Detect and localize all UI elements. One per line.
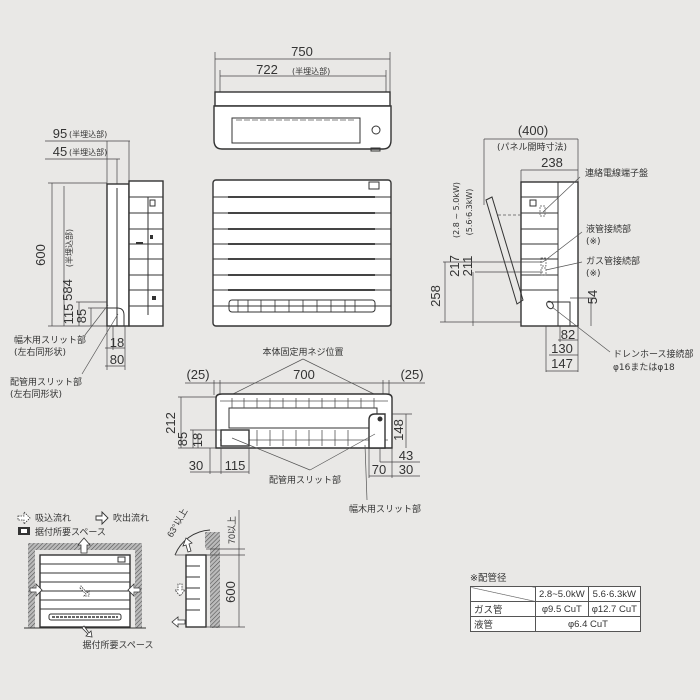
dim-25-left: (25) xyxy=(186,367,209,382)
dim-85: 85 xyxy=(74,309,89,323)
callout-liquid-note: (※) xyxy=(586,237,601,247)
panel-open-outline xyxy=(485,196,524,305)
row-label: 液管 xyxy=(470,616,536,632)
callout-pipe-slit-note: (左右同形状) xyxy=(10,388,62,400)
left-side-view: 95 (半埋込部) 45 (半埋込部) 600 584 (半埋込部) xyxy=(10,126,164,400)
installation-caption: 据付所要スペース xyxy=(83,639,154,651)
dim-54: 54 xyxy=(585,290,600,304)
dim-85b: 85 xyxy=(175,432,190,446)
dim-25-right: (25) xyxy=(400,367,423,382)
dim-80: 80 xyxy=(110,352,124,367)
intake-front-arrow-icon xyxy=(79,585,90,597)
dim-700: 700 xyxy=(293,367,315,382)
dim-18b: 18 xyxy=(190,433,205,447)
dim-584: 584 xyxy=(60,279,75,301)
callout-drain-size: φ16またはφ18 xyxy=(613,362,675,373)
top-view: 750 722 (半埋込部) xyxy=(213,44,392,152)
dim-238: 238 xyxy=(541,155,563,170)
intake-right-arrow-icon xyxy=(127,583,141,597)
front-view xyxy=(212,179,392,327)
dim-115: 115 xyxy=(61,304,76,325)
row-label: ガス管 xyxy=(470,601,536,617)
legend-space: 据付所要スペース xyxy=(18,526,106,538)
legend-outlet: 吹出流れ xyxy=(95,510,149,526)
dim-130: 130 xyxy=(551,341,573,356)
panel-open-note: (パネル開時寸法) xyxy=(497,141,567,153)
outlet-up-side-arrow-icon xyxy=(182,537,193,553)
cell: φ12.7 CuT xyxy=(587,601,641,617)
dim-217: 217 xyxy=(447,255,462,277)
dim-211-note: (5.6·6.3kW) xyxy=(465,189,474,236)
outlet-down-arrow-icon xyxy=(81,625,93,638)
installation-space: 吸込流れ 吹出流れ 据付所要スペース 据付所要スペース 63° xyxy=(17,507,245,651)
embedded-note-95: (半埋込部) xyxy=(69,129,107,139)
callout-pipe-slit-bottom: 配管用スリット部 xyxy=(269,474,341,486)
table-row: ガス管 φ9.5 CuT φ12.7 CuT xyxy=(470,601,641,617)
callout-baseboard-slit-note: (左右同形状) xyxy=(14,346,66,358)
callout-gas-note: (※) xyxy=(586,269,601,279)
dim-18: 18 xyxy=(110,335,124,350)
dim-45: 45 xyxy=(53,144,67,159)
callout-liquid: 液管接続部 xyxy=(586,223,631,235)
intake-left-arrow-icon xyxy=(29,583,43,597)
dim-212: 212 xyxy=(163,412,178,434)
intake-arrow-icon xyxy=(17,511,31,525)
pipe-diameter-table: 2.8~5.0kW 5.6·6.3kW ガス管 φ9.5 CuT φ12.7 C… xyxy=(470,586,641,632)
dim-217-note: (2.8 ~ 5.0kW) xyxy=(452,182,461,238)
top-clearance-70: 70以上 xyxy=(227,516,237,544)
bottom-view: 本体固定用ネジ位置 (25) 700 (25) xyxy=(163,346,425,515)
callout-pipe-slit: 配管用スリット部 xyxy=(10,376,82,388)
corner-cell xyxy=(470,586,536,602)
screw-position-label: 本体固定用ネジ位置 xyxy=(262,346,343,358)
dim-30: 30 xyxy=(189,458,203,473)
intake-side-arrow-icon xyxy=(174,583,186,597)
col-header: 5.6·6.3kW xyxy=(587,586,641,602)
callout-baseboard-slit-bottom: 幅木用スリット部 xyxy=(349,503,421,515)
callout-baseboard-slit: 幅木用スリット部 xyxy=(14,334,86,346)
dim-43: 43 xyxy=(399,448,413,463)
dim-400: (400) xyxy=(518,123,548,138)
pipe-diameter-table-wrap: ※配管径 2.8~5.0kW 5.6·6.3kW ガス管 φ9.5 CuT φ1… xyxy=(470,570,641,632)
outlet-bottom-side-arrow-icon xyxy=(171,616,186,628)
legend-intake: 吸込流れ xyxy=(17,511,71,525)
embedded-note-45: (半埋込部) xyxy=(69,147,107,157)
embedded-note: (半埋込部) xyxy=(292,66,330,76)
dim-147: 147 xyxy=(551,356,573,371)
cell-merged: φ6.4 CuT xyxy=(535,616,641,632)
dim-95: 95 xyxy=(53,126,67,141)
callout-terminal: 連絡電線端子盤 xyxy=(585,167,648,179)
legend-intake-label: 吸込流れ xyxy=(35,512,71,524)
dim-115b: 115 xyxy=(225,458,246,473)
dim-30b: 30 xyxy=(399,462,413,477)
outlet-arrow-icon xyxy=(95,510,109,526)
right-side-view: (400) (パネル開時寸法) 238 217 (2.8 ~ 5.0kW) 21… xyxy=(428,123,694,373)
legend-outlet-label: 吹出流れ xyxy=(113,512,149,524)
callout-drain: ドレンホース接続部 xyxy=(613,348,694,360)
dim-148: 148 xyxy=(391,419,406,441)
table-header-row: 2.8~5.0kW 5.6·6.3kW xyxy=(470,586,641,602)
dim-70: 70 xyxy=(372,462,386,477)
dim-82: 82 xyxy=(561,327,575,342)
pipe-table-title: ※配管径 xyxy=(470,573,507,584)
dim-750: 750 xyxy=(291,44,313,59)
dim-722: 722 xyxy=(256,62,278,77)
dim-211: 211 xyxy=(460,256,475,277)
dim-258: 258 xyxy=(428,285,443,307)
dim-600: 600 xyxy=(33,244,48,266)
embedded-note-584: (半埋込部) xyxy=(64,229,74,267)
dim-600-install: 600 xyxy=(223,581,238,603)
callout-gas: ガス管接続部 xyxy=(586,255,640,267)
cell: φ9.5 CuT xyxy=(535,601,589,617)
col-header: 2.8~5.0kW xyxy=(535,586,589,602)
outlet-up-arrow-icon xyxy=(77,537,91,554)
legend-space-label: 据付所要スペース xyxy=(35,526,106,538)
table-row: 液管 φ6.4 CuT xyxy=(470,616,641,632)
